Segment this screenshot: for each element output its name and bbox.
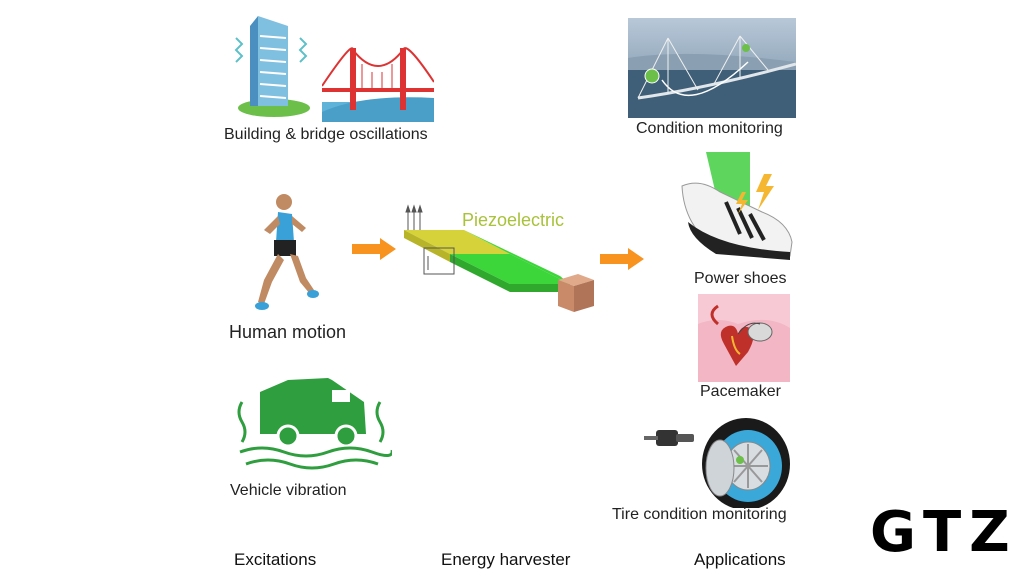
piezoelectric-label: Piezoelectric <box>462 210 565 230</box>
arrow-right-icon <box>600 248 644 270</box>
heart-pacemaker-icon <box>698 294 790 382</box>
column-energy-harvester: Energy harvester <box>441 550 571 569</box>
vehicle-vibration-label: Vehicle vibration <box>230 482 347 499</box>
cable-bridge-photo <box>628 18 796 118</box>
piezo-beam-icon <box>404 204 594 312</box>
runner-icon <box>255 194 319 310</box>
vehicle-icon <box>237 378 392 470</box>
bridge-icon <box>322 47 434 122</box>
condition-monitoring-label: Condition monitoring <box>636 120 783 137</box>
tire-monitoring-label: Tire condition monitoring <box>612 506 787 523</box>
arrow-right-icon <box>352 238 396 260</box>
tire-sensor-icon <box>644 418 790 508</box>
human-motion-label: Human motion <box>229 322 347 342</box>
power-shoes-label: Power shoes <box>694 270 787 287</box>
building-bridge-label: Building & bridge oscillations <box>224 126 428 143</box>
column-applications: Applications <box>694 550 786 569</box>
pacemaker-label: Pacemaker <box>700 383 781 400</box>
gtz-logo: GTZ <box>870 500 1018 565</box>
shoe-icon <box>681 152 793 260</box>
building-icon <box>234 16 310 117</box>
column-excitations: Excitations <box>234 550 317 569</box>
